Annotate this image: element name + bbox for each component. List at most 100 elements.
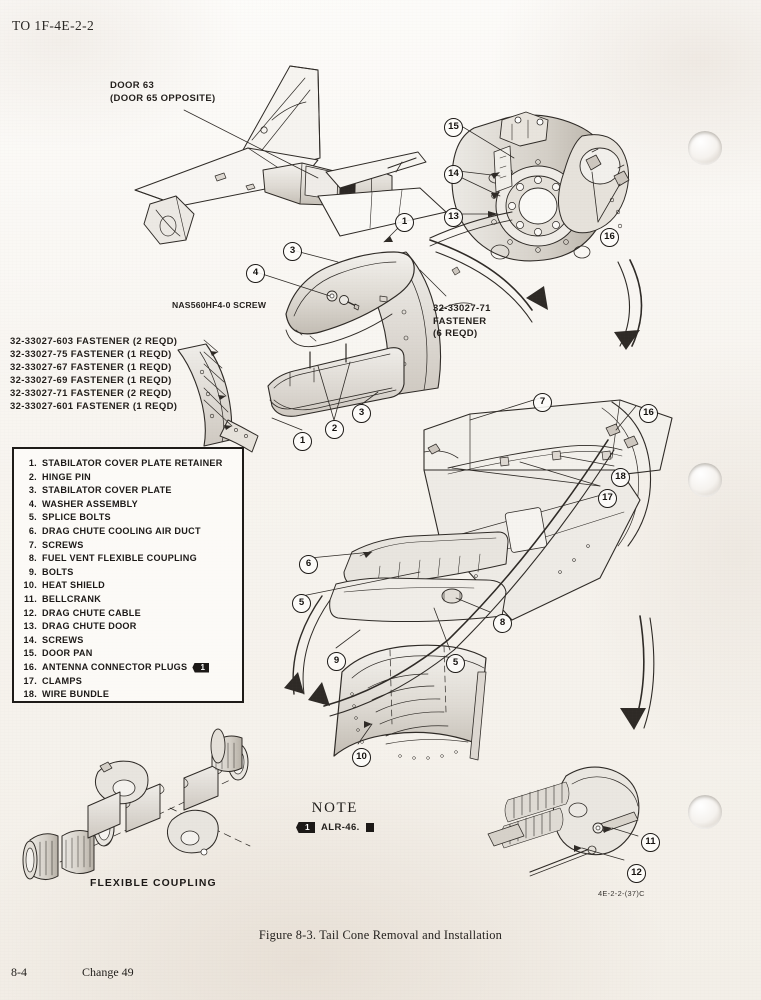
legend-item-label: HEAT SHIELD <box>42 580 106 591</box>
legend-item-number: 3. <box>28 485 37 496</box>
callout-bubble-16: 16 <box>639 404 658 423</box>
callout-bubble-1: 1 <box>395 213 414 232</box>
callout-bubble-3: 3 <box>352 404 371 423</box>
legend-item: 17. CLAMPS <box>20 675 236 689</box>
legend-item-number: 13. <box>23 621 37 632</box>
heat-shield <box>333 644 487 761</box>
legend-item: 6. DRAG CHUTE COOLING AIR DUCT <box>20 525 236 539</box>
callout-bubble-5: 5 <box>292 594 311 613</box>
cover-plate-retainers <box>177 339 259 453</box>
legend-item-number: 8. <box>28 553 37 564</box>
legend-item: 5. SPLICE BOLTS <box>20 511 236 525</box>
legend-item-number: 15. <box>23 648 37 659</box>
legend-item-number: 9. <box>28 566 37 577</box>
note-text: ALR-46. <box>321 822 360 833</box>
legend-item-label: STABILATOR COVER PLATE RETAINER <box>42 458 223 468</box>
legend-item-label: STABILATOR COVER PLATE <box>42 485 172 496</box>
legend-item-number: 5. <box>28 512 37 523</box>
legend-item-number: 10. <box>23 580 37 591</box>
flexible-coupling-label: FLEXIBLE COUPLING <box>90 878 217 889</box>
legend-item: 8. FUEL VENT FLEXIBLE COUPLING <box>20 552 236 566</box>
legend-item-label: SPLICE BOLTS <box>42 512 111 523</box>
fastener-right-label: 32-33027-71 FASTENER (6 REQD) <box>433 303 491 339</box>
legend-item: 4. WASHER ASSEMBLY <box>20 498 236 512</box>
legend-item: 2. HINGE PIN <box>20 471 236 485</box>
legend-item: 15. DOOR PAN <box>20 647 236 661</box>
callout-bubble-9: 9 <box>327 652 346 671</box>
legend-item-number: 17. <box>23 675 37 686</box>
legend-item-label: DRAG CHUTE DOOR <box>42 621 137 632</box>
legend-item-label: BOLTS <box>42 566 74 577</box>
assembly-arrows <box>292 239 655 729</box>
legend-item-label: SCREWS <box>42 634 84 645</box>
punch-hole <box>688 463 722 497</box>
callout-bubble-11: 11 <box>641 833 660 852</box>
callout-bubble-18: 18 <box>611 468 630 487</box>
legend-item: 18. WIRE BUNDLE <box>20 688 236 702</box>
legend-item-number: 7. <box>28 539 37 550</box>
note-end-marker <box>365 823 374 832</box>
note-title: NOTE <box>311 800 359 816</box>
legend-item-number: 18. <box>23 689 37 700</box>
punch-hole <box>688 131 722 165</box>
callout-bubble-10: 10 <box>352 748 371 767</box>
figure-caption: Figure 8-3. Tail Cone Removal and Instal… <box>258 928 503 942</box>
callout-bubble-7: 7 <box>533 393 552 412</box>
legend-item-number: 16. <box>23 661 37 672</box>
flexible-coupling-detail <box>22 728 251 880</box>
legend-note-flag-icon: 1 <box>192 662 210 673</box>
door-callout-label: DOOR 63 (DOOR 65 OPPOSITE) <box>110 80 216 104</box>
callout-bubble-2: 2 <box>325 420 344 439</box>
legend-item-label: HINGE PIN <box>42 471 92 482</box>
fastener-callout-5: 32-33027-601 FASTENER (1 REQD) <box>10 401 178 412</box>
callout-bubble-13: 13 <box>444 208 463 227</box>
legend-item: 12.DRAG CHUTE CABLE <box>20 607 236 621</box>
document-number: TO 1F-4E-2-2 <box>12 18 95 33</box>
callout-bubble-1: 1 <box>293 432 312 451</box>
fastener-callout-4: 32-33027-71 FASTENER (2 REQD) <box>10 388 172 399</box>
callout-bubble-17: 17 <box>598 489 617 508</box>
legend-item-label: WIRE BUNDLE <box>42 689 110 700</box>
callout-bubble-3: 3 <box>283 242 302 261</box>
legend-item-label: CLAMPS <box>42 675 83 686</box>
stabilator-cover-plate <box>285 251 415 348</box>
fastener-callout-3: 32-33027-69 FASTENER (1 REQD) <box>10 375 172 386</box>
legend-item: 10. HEAT SHIELD <box>20 579 236 593</box>
legend-item-label: DOOR PAN <box>42 648 93 659</box>
legend-item-number: 12. <box>23 607 37 618</box>
legend-item: 1.STABILATOR COVER PLATE RETAINER <box>20 457 236 471</box>
page-number: 8-4 <box>11 965 27 979</box>
fastener-callout-0: 32-33027-603 FASTENER (2 REQD) <box>10 336 178 347</box>
lower-cover-plate <box>267 343 405 417</box>
legend-item: 14. SCREWS <box>20 634 236 648</box>
punch-hole <box>688 795 722 829</box>
callout-bubble-5: 5 <box>446 654 465 673</box>
tail-cone-structure <box>329 399 673 623</box>
callout-bubble-15: 15 <box>444 118 463 137</box>
legend-item-label: BELLCRANK <box>42 593 102 604</box>
legend-item-number: 6. <box>28 525 37 536</box>
legend-item: 9. BOLTS <box>20 566 236 580</box>
legend-item-label: FUEL VENT FLEXIBLE COUPLING <box>42 553 197 564</box>
legend-item: 11.BELLCRANK <box>20 593 236 607</box>
callout-bubble-14: 14 <box>444 165 463 184</box>
fastener-callout-1: 32-33027-75 FASTENER (1 REQD) <box>10 349 172 360</box>
note-flag-icon: 1 <box>296 822 315 833</box>
fastener-callout-2: 32-33027-67 FASTENER (1 REQD) <box>10 362 172 373</box>
legend-item: 13. DRAG CHUTE DOOR <box>20 620 236 634</box>
legend-item-number: 2. <box>28 471 37 482</box>
callout-bubble-6: 6 <box>299 555 318 574</box>
legend-item-label: WASHER ASSEMBLY <box>42 498 138 509</box>
legend-item-label: DRAG CHUTE COOLING AIR DUCT <box>42 525 201 536</box>
legend-item: 7.SCREWS <box>20 539 236 553</box>
legend-item-number: 14. <box>23 634 37 645</box>
legend-item-number: 4. <box>28 498 37 509</box>
aircraft-tail-view <box>134 65 447 245</box>
callout-bubble-4: 4 <box>246 264 265 283</box>
note-block: NOTE 1 ALR-46. <box>296 800 374 833</box>
